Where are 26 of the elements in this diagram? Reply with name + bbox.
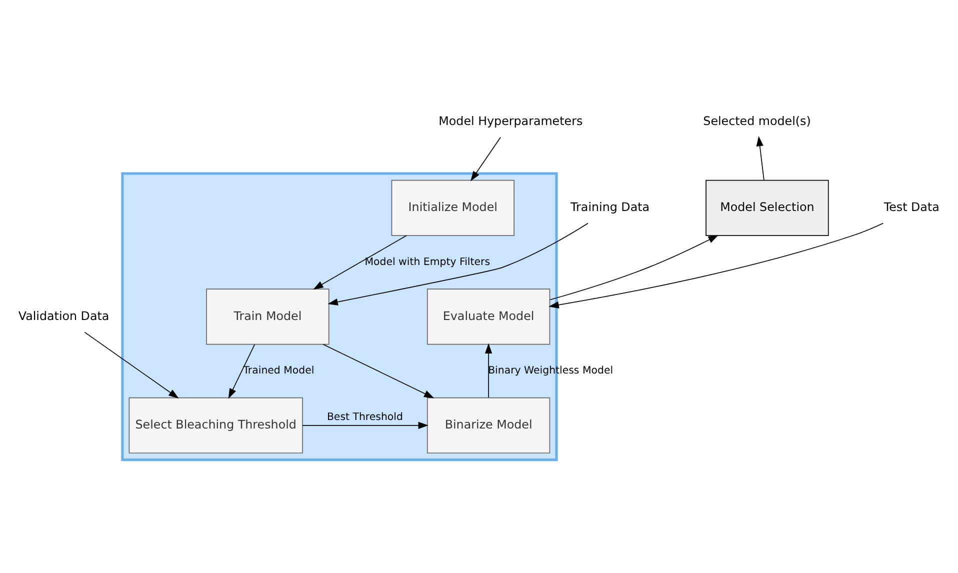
- arrow: [548, 222, 884, 308]
- edge-label: Binary Weightless Model: [488, 366, 614, 377]
- arrow: [84, 332, 179, 398]
- node-box: Evaluate Model: [426, 288, 550, 345]
- arrow: [756, 136, 764, 181]
- edge-label: Model with Empty Filters: [364, 256, 490, 268]
- arrow: [328, 222, 588, 306]
- arrow: [550, 235, 718, 300]
- arrow: [313, 235, 407, 290]
- node-text: Model Hyperparameters: [438, 114, 583, 128]
- arrow: [322, 344, 434, 398]
- arrow: [470, 136, 501, 182]
- node-box: Initialize Model: [391, 180, 514, 236]
- node-text: Selected model(s): [703, 114, 811, 128]
- node-text: Training Data: [570, 200, 650, 214]
- edge-label: Trained Model: [243, 366, 314, 377]
- node-text: Validation Data: [18, 308, 110, 323]
- node-box: Binarize Model: [426, 397, 550, 454]
- node-box: Select Bleaching Threshold: [128, 397, 303, 454]
- arrow: [302, 422, 428, 429]
- node-box: Train Model: [206, 288, 330, 345]
- arrow: [228, 344, 256, 399]
- edge-label: Best Threshold: [326, 412, 403, 423]
- node-box: Model Selection: [706, 180, 829, 236]
- arrow: [484, 343, 492, 398]
- node-text: Test Data: [884, 200, 940, 214]
